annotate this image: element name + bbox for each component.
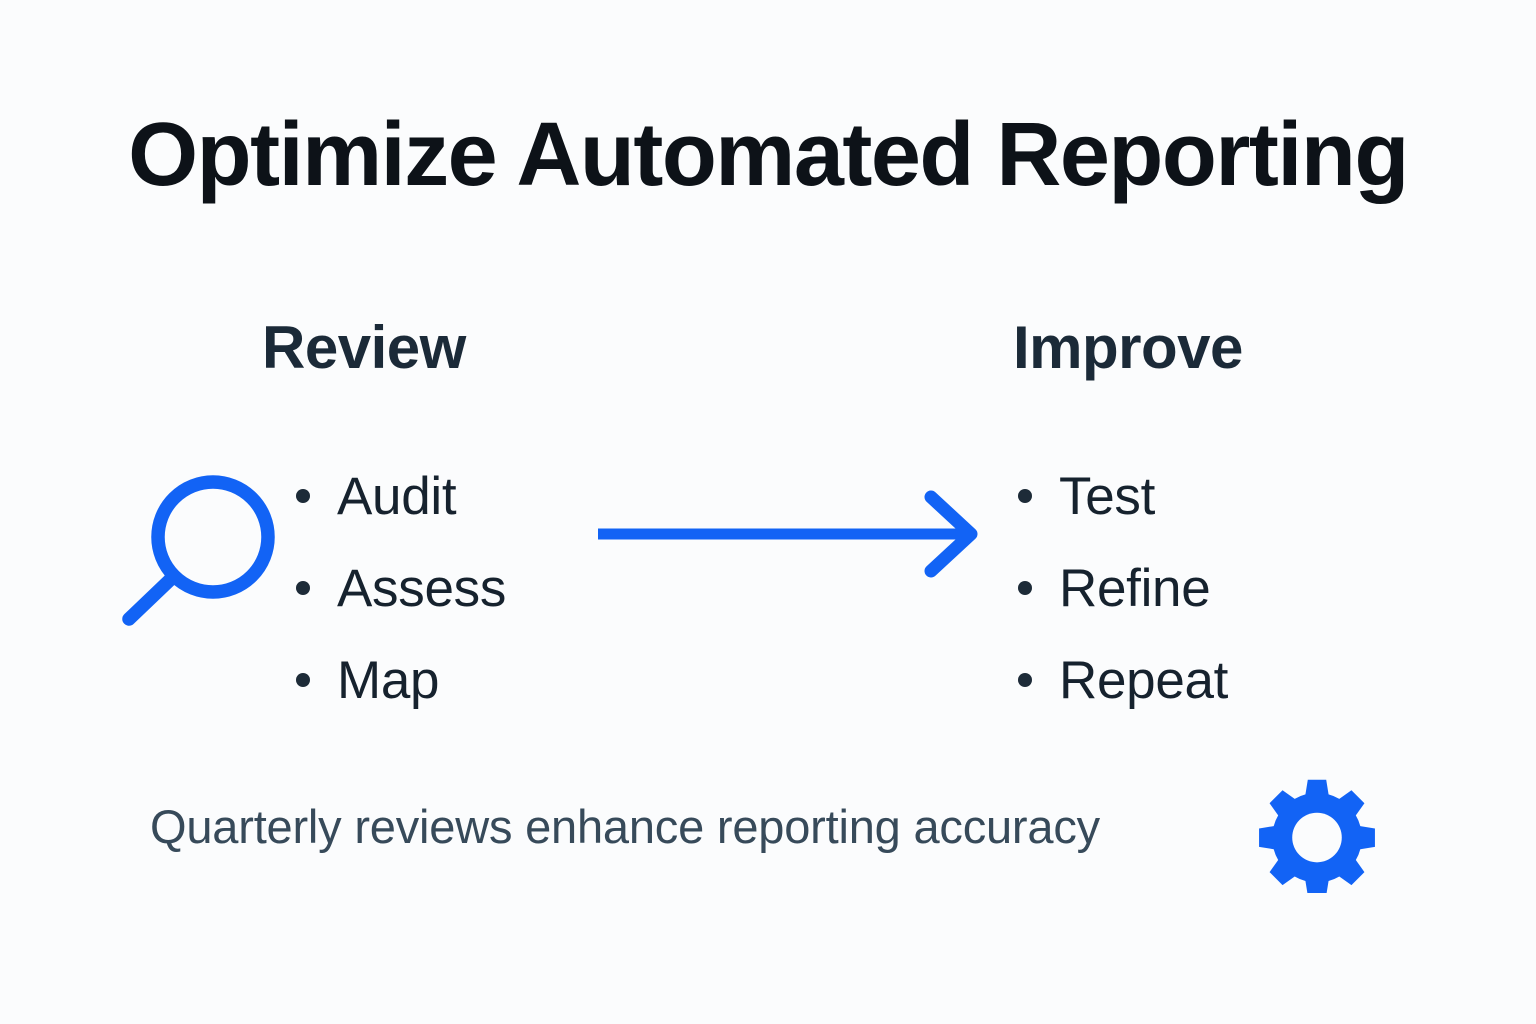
list-item: Refine [1018,542,1228,634]
bullet-label: Test [1059,466,1156,526]
bullet-dot-icon [1018,489,1032,503]
list-item: Repeat [1018,634,1228,726]
bullet-list-improve: Test Refine Repeat [1018,450,1228,726]
list-item: Assess [296,542,506,634]
right-arrow-icon [590,480,990,590]
bullet-label: Audit [337,466,457,526]
bullet-label: Map [337,650,440,710]
bullet-dot-icon [296,489,310,503]
bullet-dot-icon [296,673,310,687]
column-heading-improve: Improve [1013,314,1243,381]
list-item: Audit [296,450,506,542]
bullet-dot-icon [1018,581,1032,595]
bullet-list-review: Audit Assess Map [296,450,506,726]
bullet-dot-icon [1018,673,1032,687]
list-item: Map [296,634,506,726]
bullet-label: Assess [337,558,507,618]
list-item: Test [1018,450,1228,542]
gear-icon [1258,775,1376,896]
footer-caption: Quarterly reviews enhance reporting accu… [150,800,1100,853]
bullet-label: Refine [1059,558,1211,618]
column-heading-review: Review [262,314,466,381]
bullet-dot-icon [296,581,310,595]
magnifier-icon [112,452,292,637]
bullet-label: Repeat [1059,650,1229,710]
page-title: Optimize Automated Reporting [128,105,1409,205]
